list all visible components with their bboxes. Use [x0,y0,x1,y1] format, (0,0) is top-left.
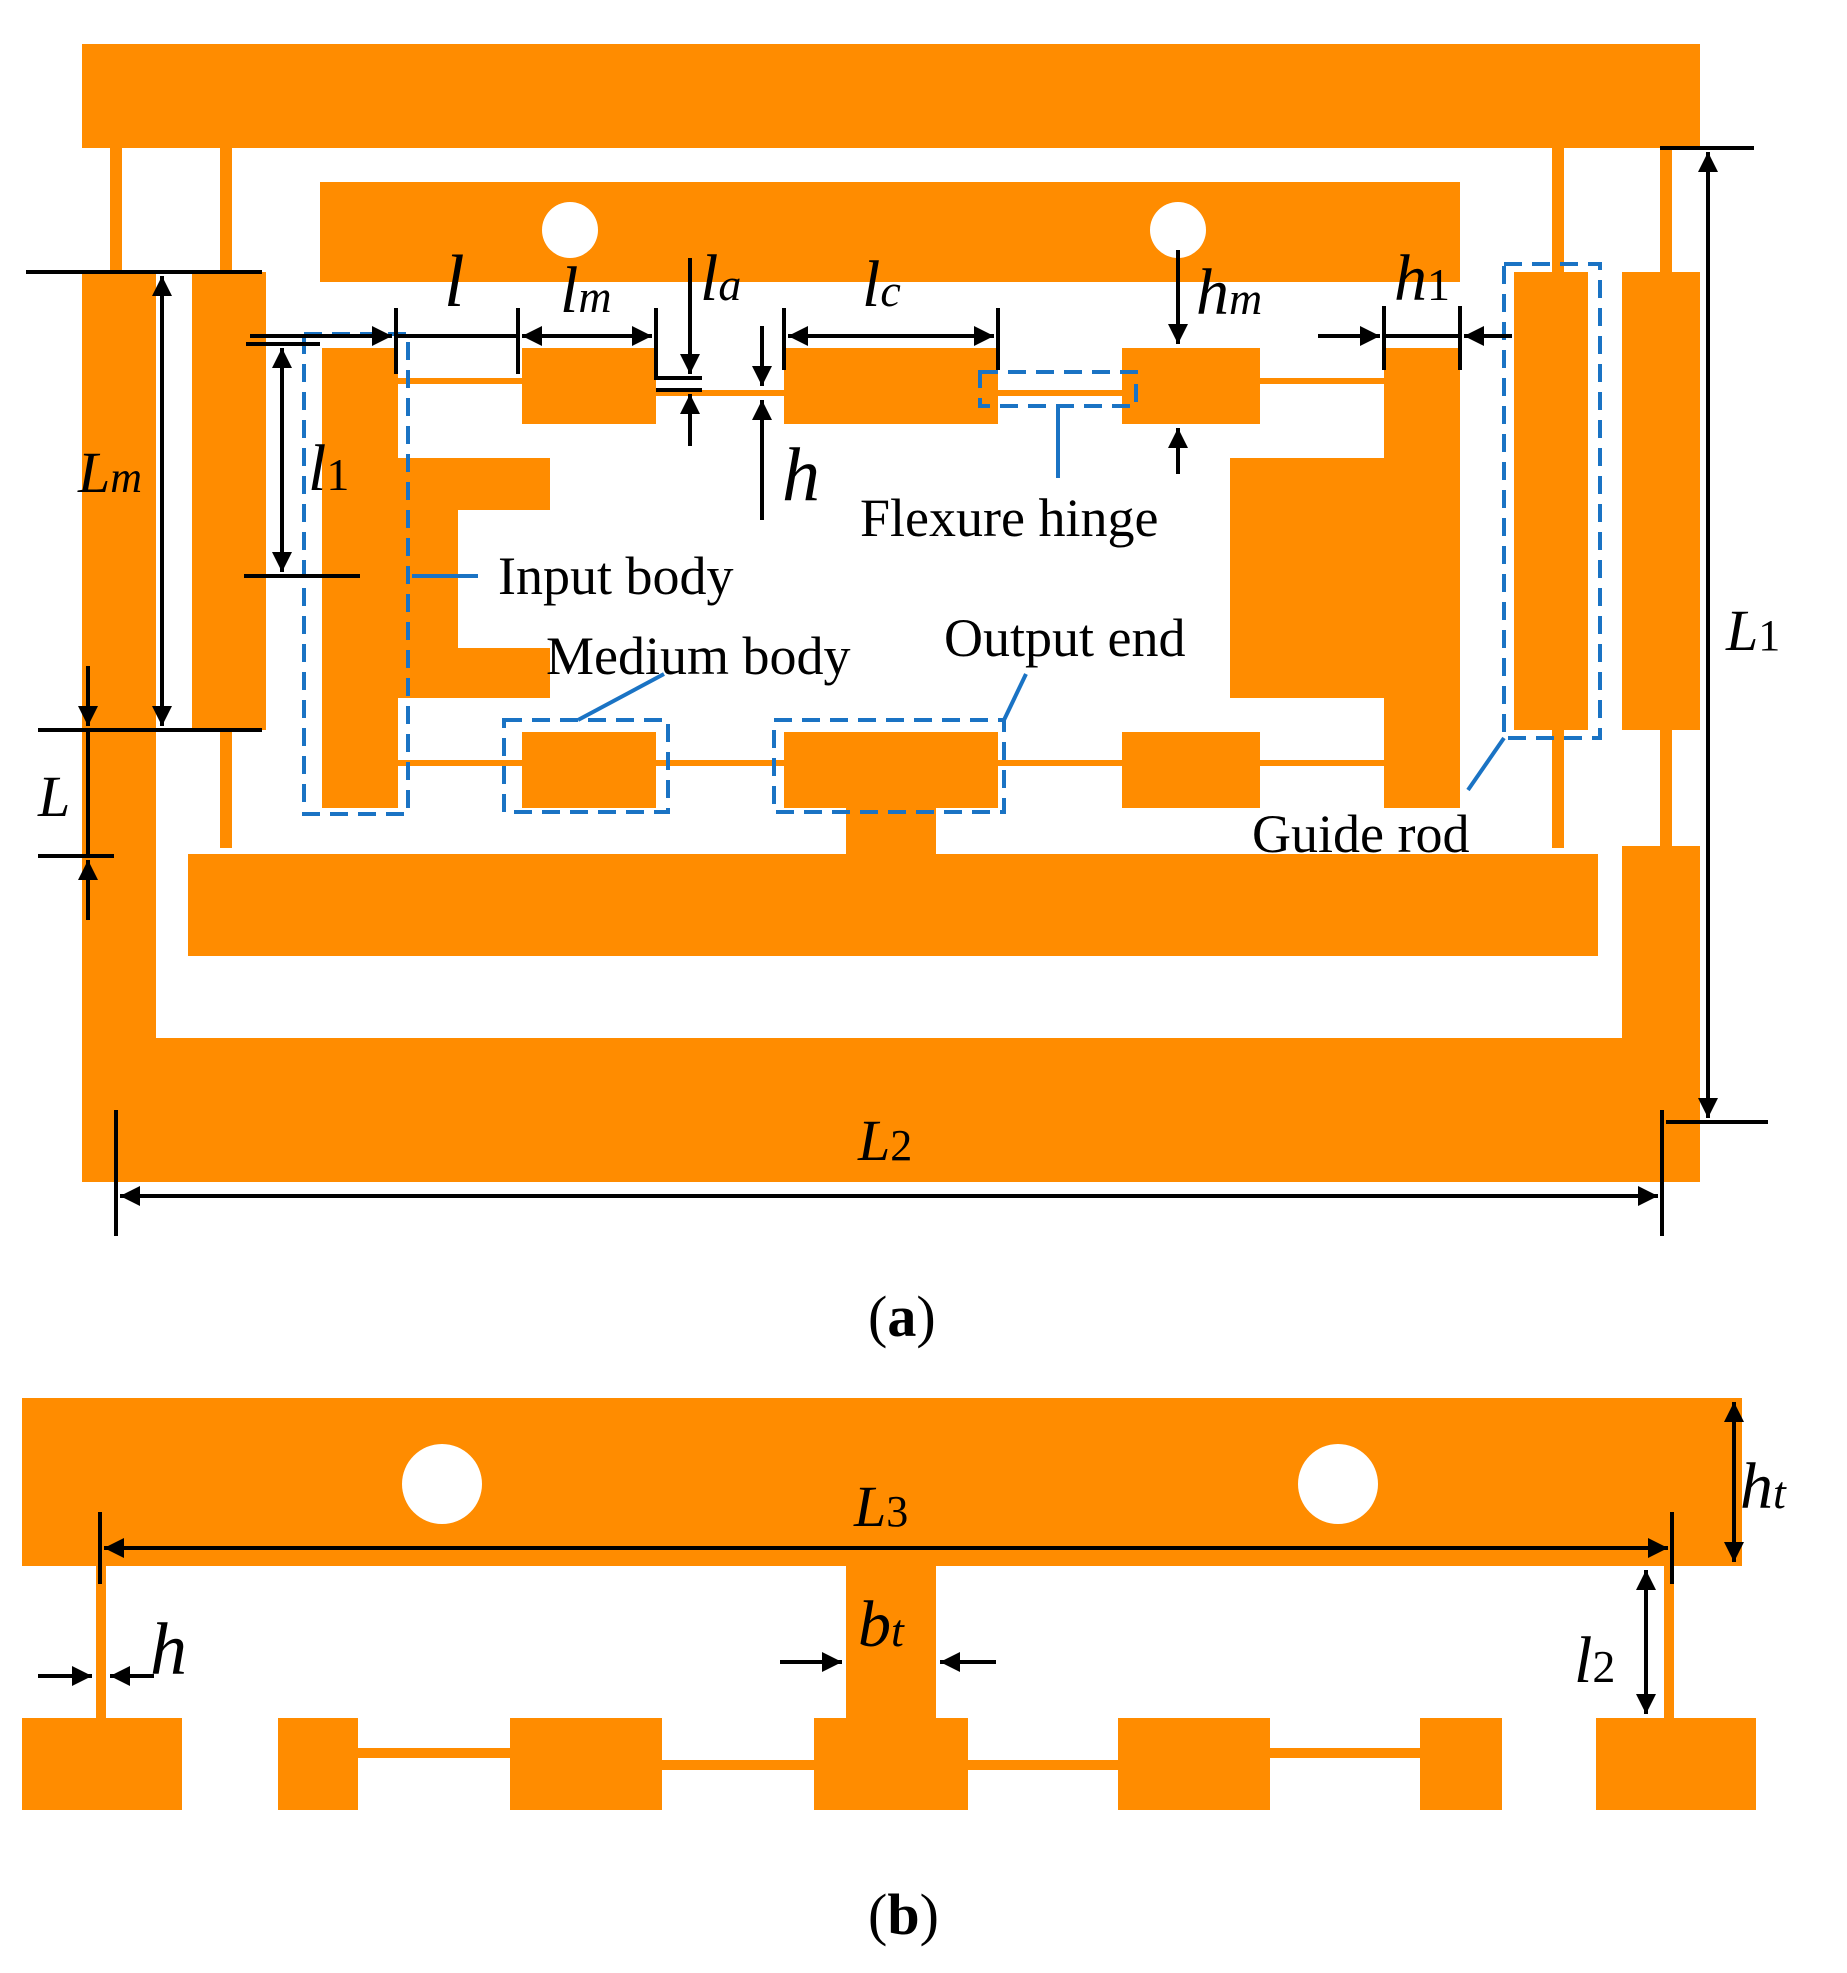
medium-block-bottom-right [1122,732,1260,808]
guide-rod-box [1502,262,1602,740]
medium-body-leader [577,672,665,722]
left-outer-column [82,272,156,848]
bottom-block-3 [510,1718,662,1810]
dim-l2-label: l2 [1574,1624,1615,1697]
hinge-top-far-right [1260,378,1384,384]
right-main-body [1384,348,1460,808]
top-frame-bar [82,44,1700,148]
left-flexure-leg [96,1566,106,1718]
right-guide-block [1514,272,1588,730]
panel-a-dimension-lines [26,146,1768,1236]
flexure-hinge-label: Flexure hinge [860,488,1158,548]
panel-a-text: l lm la lc hm h1 l1 Lm L h L1 L2 Input b… [37,241,1780,1349]
bottom-inner-bar [188,854,1598,956]
bottom-block-7 [1596,1718,1756,1810]
panel-a-leader-lines [412,406,1506,792]
bottom-hinge-1 [358,1748,510,1758]
dim-h1-label: h1 [1394,242,1450,315]
hinge-bottom-far-right [1260,760,1384,766]
hinge-top-right [998,390,1122,396]
dim-Lm-label: Lm [77,440,142,505]
bottom-block-4 [814,1718,968,1810]
panel-b-caption: (b) [868,1882,939,1947]
hinge-bottom-right [998,760,1122,766]
beam-hole-left [402,1444,482,1524]
bottom-block-1 [22,1718,182,1810]
dim-L1-label: L1 [1725,598,1780,663]
mount-hole-left [542,202,598,258]
dim-L-label: L [37,764,70,829]
dim-l1-label: l1 [308,432,349,505]
bottom-hinge-4 [1270,1748,1420,1758]
dim-L3-label: L3 [853,1474,908,1539]
dim-hb-label: h [150,1609,187,1691]
medium-block-bottom-left [522,732,656,808]
output-block-top [784,348,998,424]
input-body-top-arm [398,458,550,510]
mount-hole-right [1150,202,1206,258]
dim-ht-label: ht [1740,1450,1787,1523]
medium-body-label: Medium body [546,626,851,686]
center-stem [846,1566,936,1718]
guide-rod-leader [1466,736,1506,792]
panel-b-dimension-lines [38,1402,1744,1714]
medium-block-top-left [522,348,656,424]
guide-rod-label: Guide rod [1252,804,1469,864]
hinge-bottom-left [398,760,522,766]
dim-h-label: h [782,433,820,517]
medium-body-box [502,718,670,814]
right-body-extension [1230,458,1384,698]
outer-frame-bottom [82,1038,1700,1182]
bottom-block-6 [1420,1718,1502,1810]
dim-lc-label: lc [862,248,901,321]
dim-L2-label: L2 [857,1108,912,1173]
output-end-box [772,718,1006,814]
bottom-block-2 [278,1718,358,1810]
hinge-bottom-center [656,760,784,766]
right-flexure-leg [1664,1566,1674,1718]
bottom-block-5 [1118,1718,1270,1810]
hinge-top-center [656,390,784,396]
input-body-low-arm [398,648,550,698]
panel-a-caption: (a) [868,1284,936,1349]
panel-a-mechanism [82,44,1700,1182]
flexure-hinge-box [978,370,1138,408]
dim-bt-label: bt [858,1588,905,1661]
bottom-hinge-2 [662,1760,814,1770]
output-end-label: Output end [944,608,1185,668]
output-block-bottom [784,732,998,808]
medium-block-top-right [1122,348,1260,424]
dim-la-label: la [700,242,741,315]
input-body-label: Input body [498,546,734,606]
output-stem [846,808,936,854]
dim-hm-label: hm [1196,256,1262,329]
hinge-top-left [398,378,522,384]
right-outer-column [1622,272,1700,730]
dim-lm-label: lm [560,254,612,327]
beam-hole-right [1298,1444,1378,1524]
panel-b-text: L3 ht h bt l2 (b) [150,1450,1787,1947]
dim-l-label: l [444,241,465,323]
bottom-hinge-3 [968,1760,1118,1770]
left-guide-block [192,272,266,730]
output-end-leader [1002,673,1028,721]
top-inner-block [320,182,1460,282]
